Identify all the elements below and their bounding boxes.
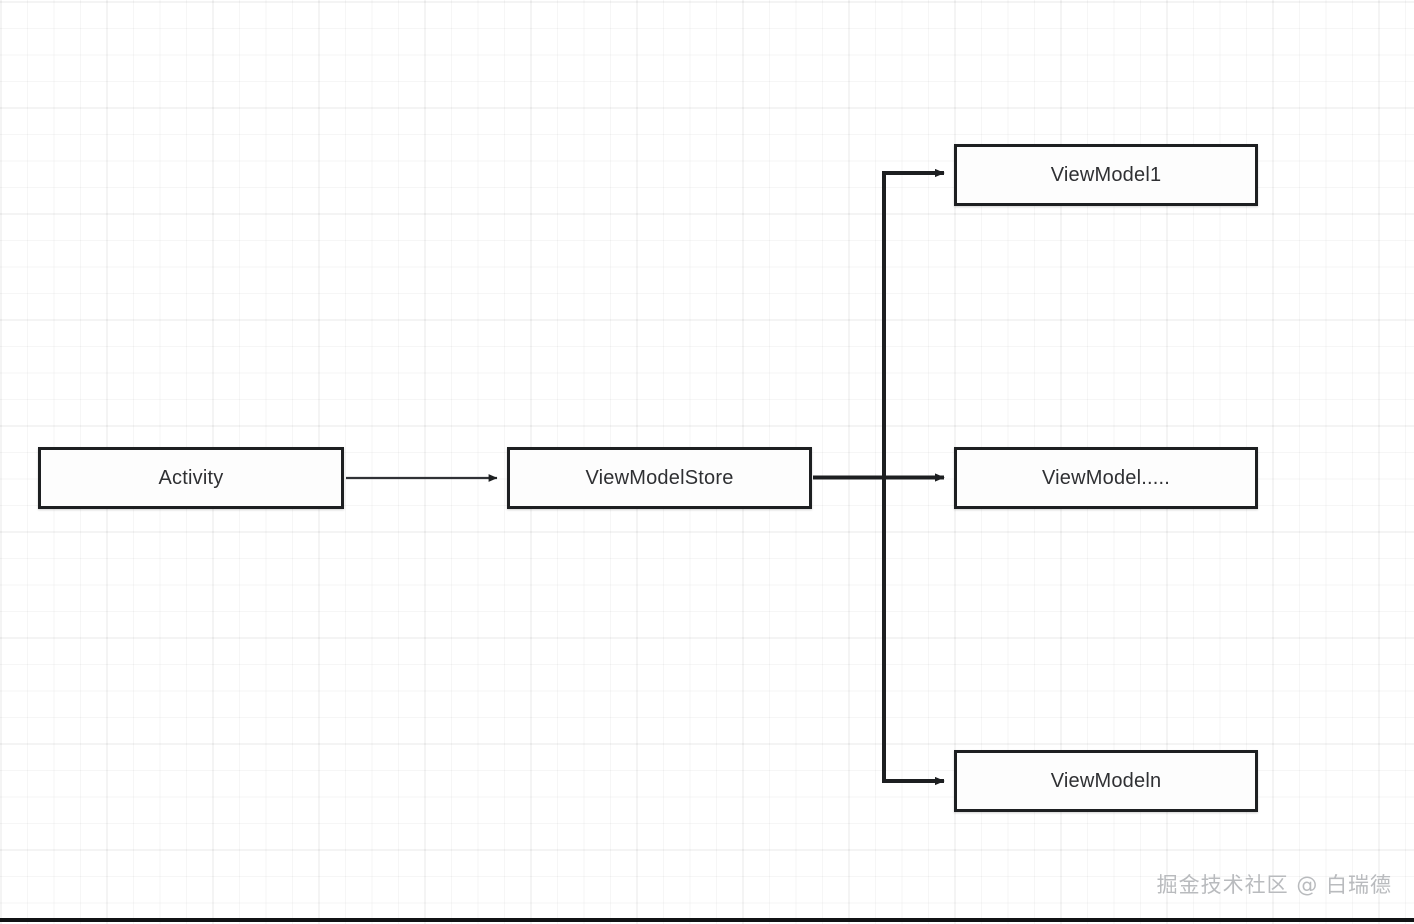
node-viewmodel1[interactable]: ViewModel1 — [954, 144, 1258, 206]
node-activity-label: Activity — [158, 467, 224, 489]
node-viewmodelstore-label: ViewModelStore — [585, 467, 734, 489]
node-viewmodel-ellipsis[interactable]: ViewModel..... — [954, 447, 1258, 509]
bottom-strip — [0, 918, 1414, 922]
node-viewmodel1-label: ViewModel1 — [1050, 164, 1162, 186]
node-viewmodeln-label: ViewModeln — [1050, 770, 1162, 792]
node-viewmodeln[interactable]: ViewModeln — [954, 750, 1258, 812]
node-viewmodel-ellipsis-label: ViewModel..... — [1041, 467, 1171, 489]
node-viewmodelstore[interactable]: ViewModelStore — [507, 447, 812, 509]
watermark-text: 掘金技术社区 @ 白瑞德 — [1156, 873, 1392, 897]
node-activity[interactable]: Activity — [38, 447, 344, 509]
